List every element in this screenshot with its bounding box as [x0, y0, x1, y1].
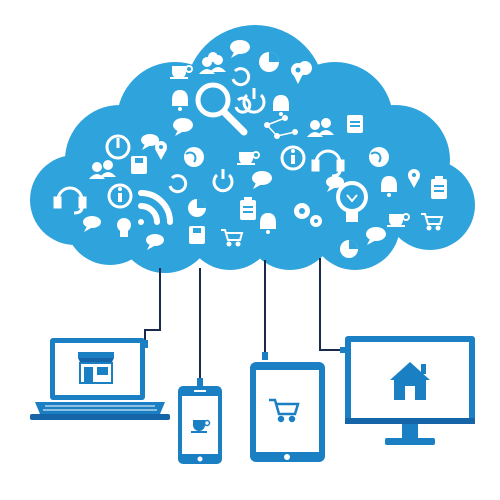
storefront-icon — [78, 352, 114, 384]
info-icon — [280, 145, 306, 171]
network-icon — [264, 115, 298, 139]
globe-icon — [369, 147, 389, 167]
refresh-icon — [234, 96, 252, 114]
monitor-cable — [319, 258, 345, 351]
location-pin-icon — [155, 141, 167, 160]
alarm-icon — [381, 176, 397, 197]
home-icon — [390, 362, 430, 400]
shopping-cart-icon — [221, 229, 244, 247]
speech-bubble-icon — [141, 134, 159, 150]
lightbulb-icon — [117, 218, 131, 237]
smartphone — [178, 386, 222, 464]
power-icon — [212, 169, 234, 193]
speech-bubble-icon — [83, 216, 101, 232]
search-icon — [195, 82, 248, 136]
wifi-icon — [138, 190, 173, 225]
cloud-icons — [53, 40, 447, 258]
users-icon — [199, 52, 226, 74]
laptop — [30, 338, 170, 420]
coffee-cup-icon — [387, 213, 410, 227]
tablet — [250, 362, 325, 462]
coffee-cup-icon — [170, 65, 193, 79]
power-icon — [242, 88, 266, 114]
pie-chart-icon — [188, 199, 206, 217]
alarm-icon — [172, 90, 188, 111]
globe-icon — [184, 147, 204, 167]
users-icon — [89, 160, 116, 179]
coffee-cup-icon — [237, 151, 260, 165]
speech-bubble-icon — [252, 171, 272, 189]
clipboard-icon — [431, 176, 447, 199]
shopping-cart-icon — [269, 398, 300, 423]
headset-icon — [311, 149, 345, 178]
save-icon — [131, 156, 147, 174]
connector — [262, 352, 268, 360]
shopping-cart-icon — [421, 213, 444, 231]
headset-icon — [53, 186, 87, 215]
alarm-icon — [273, 95, 289, 116]
cables — [144, 258, 345, 380]
coffee-cup-icon — [191, 419, 211, 433]
laptop-cable — [144, 268, 161, 345]
pie-chart-icon — [259, 52, 279, 72]
speech-bubble-icon — [326, 176, 344, 192]
location-pin-icon — [408, 169, 420, 188]
lightbulb-icon — [336, 181, 368, 222]
pie-chart-icon — [340, 240, 358, 258]
alarm-icon — [260, 213, 276, 234]
clipboard-icon — [240, 197, 256, 220]
connector — [340, 347, 348, 353]
power-icon — [105, 134, 131, 160]
location-pin-icon — [291, 61, 312, 84]
refresh-icon — [231, 67, 251, 87]
refresh-icon — [168, 174, 188, 194]
connector — [197, 378, 203, 386]
speech-bubble-icon — [366, 227, 386, 245]
cloud — [30, 25, 475, 273]
desktop-monitor — [345, 336, 475, 445]
speech-bubble-icon — [146, 234, 164, 250]
speech-bubble-icon — [230, 40, 250, 58]
users-icon — [307, 118, 334, 137]
info-icon — [107, 183, 133, 209]
save-icon — [189, 226, 205, 244]
calendar-icon — [347, 115, 363, 133]
gear-icon — [294, 203, 322, 227]
speech-bubble-icon — [173, 118, 193, 136]
